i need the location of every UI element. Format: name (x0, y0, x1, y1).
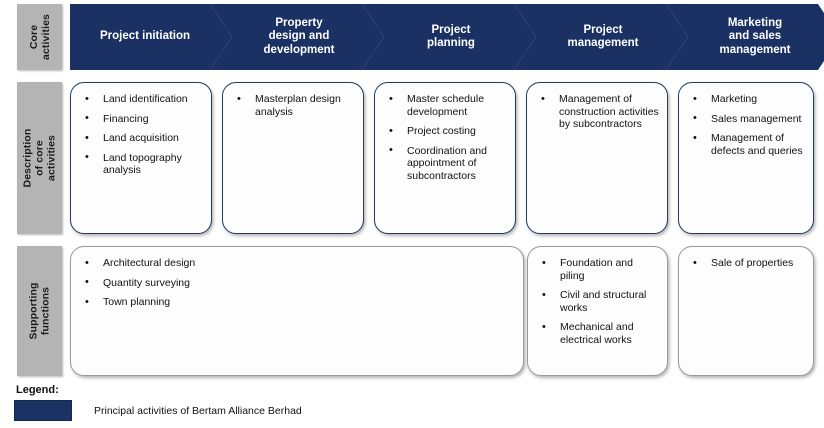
row-label-core-activities: Core activities (17, 4, 62, 70)
description-box-project-planning: Master schedule development Project cost… (374, 82, 516, 234)
list-item: Quantity surveying (81, 276, 515, 290)
list-item: Management of construction activities by… (537, 93, 659, 131)
list-item: Management of defects and queries (689, 132, 805, 157)
list-item: Town planning (81, 296, 515, 309)
description-list-project-planning: Master schedule development Project cost… (375, 83, 515, 196)
list-item: Mechanical and electrical works (538, 321, 659, 346)
description-box-project-initiation: Land identification Financing Land acqui… (70, 82, 212, 234)
legend-row: Principal activities of Bertam Alliance … (14, 400, 814, 421)
row-label-core-activities-text: Core activities (27, 14, 52, 60)
supporting-list-project-management: Foundation and piling Civil and structur… (528, 247, 667, 360)
chevron-marketing-and-sales-management[interactable]: Marketing and sales management (666, 4, 824, 70)
list-item: Financing (81, 112, 203, 126)
chevron-project-management-label: Project management (567, 23, 639, 49)
list-item: Coordination and appointment of subcontr… (385, 144, 507, 183)
list-item: Project costing (385, 125, 507, 138)
supporting-box-project-management: Foundation and piling Civil and structur… (527, 246, 668, 376)
row-label-supporting-functions-text: Supporting functions (27, 282, 52, 340)
legend-title: Legend: (16, 384, 59, 396)
legend: Legend: Principal activities of Bertam A… (14, 384, 814, 424)
supporting-list-initiation-to-planning: Architectural design Quantity surveying … (71, 247, 523, 322)
list-item: Land identification (81, 93, 203, 106)
list-item: Land acquisition (81, 132, 203, 145)
chevron-project-initiation-label: Project initiation (99, 30, 191, 43)
chevron-marketing-and-sales-management-label: Marketing and sales management (719, 16, 791, 56)
row-label-supporting-functions: Supporting functions (17, 246, 62, 376)
chevron-project-planning[interactable]: Project planning (362, 4, 536, 70)
row-label-description-of-core-activities-text: Description of core activities (21, 128, 58, 188)
legend-swatch-principal-activities (14, 400, 72, 421)
description-list-project-initiation: Land identification Financing Land acqui… (71, 83, 211, 190)
row-label-description-of-core-activities: Description of core activities (17, 82, 62, 234)
list-item: Architectural design (81, 257, 515, 270)
description-box-project-management: Management of construction activities by… (526, 82, 668, 234)
list-item: Foundation and piling (538, 256, 659, 282)
description-list-property-design-and-development: Masterplan design analysis (223, 83, 363, 131)
description-list-marketing-and-sales-management: Marketing Sales management Management of… (679, 83, 813, 170)
description-box-marketing-and-sales-management: Marketing Sales management Management of… (678, 82, 814, 234)
chevron-project-management[interactable]: Project management (514, 4, 688, 70)
list-item: Sales management (689, 112, 805, 126)
description-box-property-design-and-development: Masterplan design analysis (222, 82, 364, 234)
supporting-box-initiation-to-planning: Architectural design Quantity surveying … (70, 246, 524, 376)
core-activities-chevron-row: Project initiation Property design and d… (70, 4, 820, 70)
supporting-box-marketing-and-sales-management: Sale of properties (678, 246, 814, 376)
chevron-project-initiation[interactable]: Project initiation (70, 4, 232, 70)
list-item: Land topography analysis (81, 151, 203, 177)
list-item: Sale of properties (689, 257, 805, 270)
list-item: Civil and structural works (538, 289, 659, 314)
list-item: Masterplan design analysis (233, 92, 355, 118)
description-list-project-management: Management of construction activities by… (527, 83, 667, 144)
supporting-list-marketing-and-sales-management: Sale of properties (679, 247, 813, 283)
list-item: Marketing (689, 93, 805, 106)
legend-label-principal-activities: Principal activities of Bertam Alliance … (94, 404, 302, 417)
chevron-property-design-and-development-label: Property design and development (263, 16, 335, 56)
chevron-property-design-and-development[interactable]: Property design and development (210, 4, 384, 70)
chevron-project-planning-label: Project planning (427, 23, 475, 49)
list-item: Master schedule development (385, 92, 507, 118)
